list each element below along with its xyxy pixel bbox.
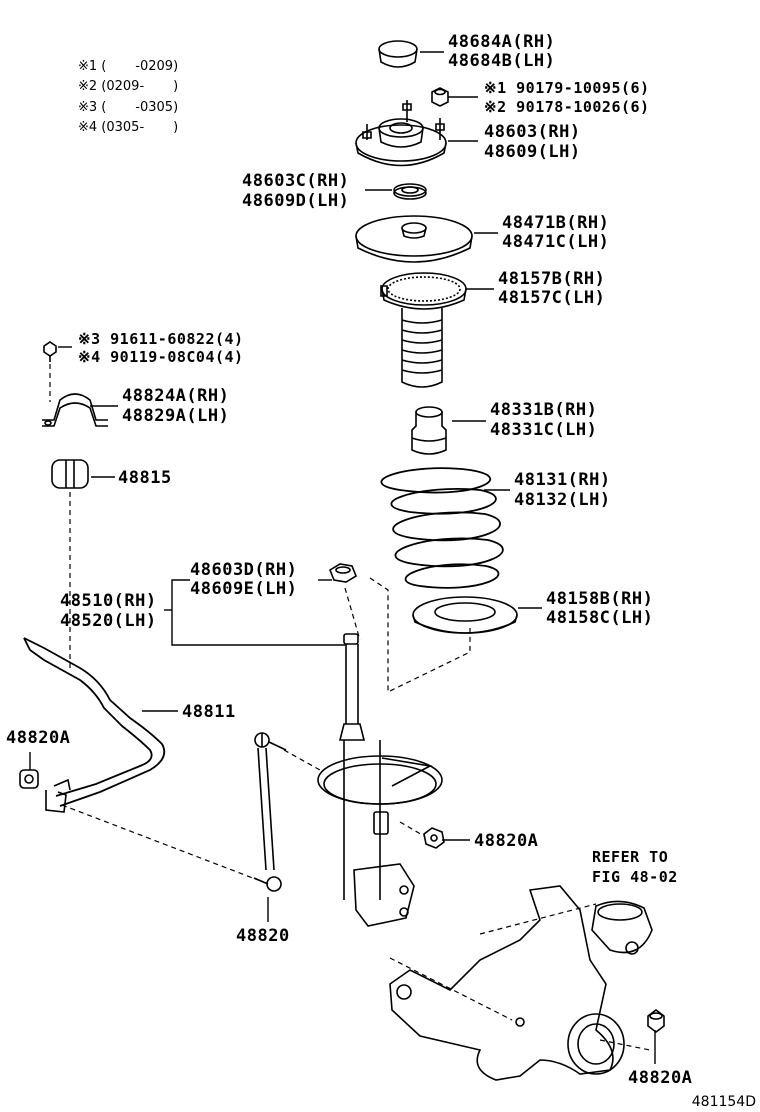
label-fig-48-02[interactable]: FIG 48-02	[592, 868, 678, 886]
label-48331B[interactable]: 48331B(RH)	[490, 400, 598, 420]
label-91611[interactable]: ※3 91611-60822(4)	[78, 330, 244, 348]
label-48684B[interactable]: 48684B(LH)	[448, 51, 556, 71]
bushing-48815	[52, 460, 88, 488]
bracket-48824	[42, 341, 108, 426]
label-48815[interactable]: 48815	[118, 468, 172, 488]
note-3: ※3 ( -0305)	[78, 100, 179, 115]
cap-48684	[379, 41, 417, 67]
label-48824A[interactable]: 48824A(RH)	[122, 386, 230, 406]
label-48820A-bottom[interactable]: 48820A	[628, 1068, 693, 1088]
label-48157C[interactable]: 48157C(LH)	[498, 288, 606, 308]
nut-90179	[431, 87, 449, 107]
figure-id: 481154D	[691, 1094, 756, 1110]
label-48603[interactable]: 48603(RH)	[484, 122, 581, 142]
label-48603D[interactable]: 48603D(RH)	[190, 560, 298, 580]
stabilizer-link-48820	[254, 733, 286, 891]
bearing-48603C	[394, 184, 426, 199]
bump-stopper-48331	[412, 407, 446, 454]
dashed-lines	[50, 364, 650, 1050]
stab-clamp	[46, 780, 70, 812]
label-48132[interactable]: 48132(LH)	[514, 490, 611, 510]
nut-48820A-mid	[423, 827, 445, 849]
stabilizer-bar-48811	[24, 638, 164, 806]
nut-48820A-bottom	[647, 1009, 665, 1033]
label-48520[interactable]: 48520(LH)	[60, 611, 157, 631]
label-48471B[interactable]: 48471B(RH)	[502, 213, 610, 233]
label-48820A-left[interactable]: 48820A	[6, 728, 71, 748]
lower-insulator-48158	[413, 597, 517, 633]
upper-seat-48471	[356, 216, 472, 262]
label-90119[interactable]: ※4 90119-08C04(4)	[78, 348, 244, 366]
coil-spring-48131	[381, 468, 503, 588]
label-48157B[interactable]: 48157B(RH)	[498, 269, 606, 289]
note-1: ※1 ( -0209)	[78, 59, 179, 74]
strut-48510	[318, 634, 442, 926]
label-48131[interactable]: 48131(RH)	[514, 470, 611, 490]
steering-knuckle	[390, 886, 652, 1080]
label-90178[interactable]: ※2 90178-10026(6)	[484, 98, 650, 116]
leader-lines	[30, 52, 655, 1064]
upper-mount-48603	[356, 100, 446, 166]
label-48331C[interactable]: 48331C(LH)	[490, 420, 598, 440]
label-48820[interactable]: 48820	[236, 926, 290, 946]
label-48158B[interactable]: 48158B(RH)	[546, 589, 654, 609]
label-48820A-mid[interactable]: 48820A	[474, 831, 539, 851]
label-48609E[interactable]: 48609E(LH)	[190, 579, 298, 599]
label-48158C[interactable]: 48158C(LH)	[546, 608, 654, 628]
nut-48820A-left	[20, 770, 38, 788]
nut-48603D	[329, 563, 357, 583]
label-90179[interactable]: ※1 90179-10095(6)	[484, 79, 650, 97]
dust-boot-48157	[381, 273, 466, 387]
label-refer-to[interactable]: REFER TO	[592, 848, 669, 866]
label-48510[interactable]: 48510(RH)	[60, 591, 157, 611]
label-48811[interactable]: 48811	[182, 702, 236, 722]
note-2: ※2 (0209- )	[78, 79, 179, 94]
label-48609[interactable]: 48609(LH)	[484, 142, 581, 162]
label-48609D[interactable]: 48609D(LH)	[242, 191, 350, 211]
label-48684A[interactable]: 48684A(RH)	[448, 32, 556, 52]
label-48471C[interactable]: 48471C(LH)	[502, 232, 610, 252]
label-48829A[interactable]: 48829A(LH)	[122, 406, 230, 426]
label-48603C[interactable]: 48603C(RH)	[242, 171, 350, 191]
note-4: ※4 (0305- )	[78, 120, 179, 135]
